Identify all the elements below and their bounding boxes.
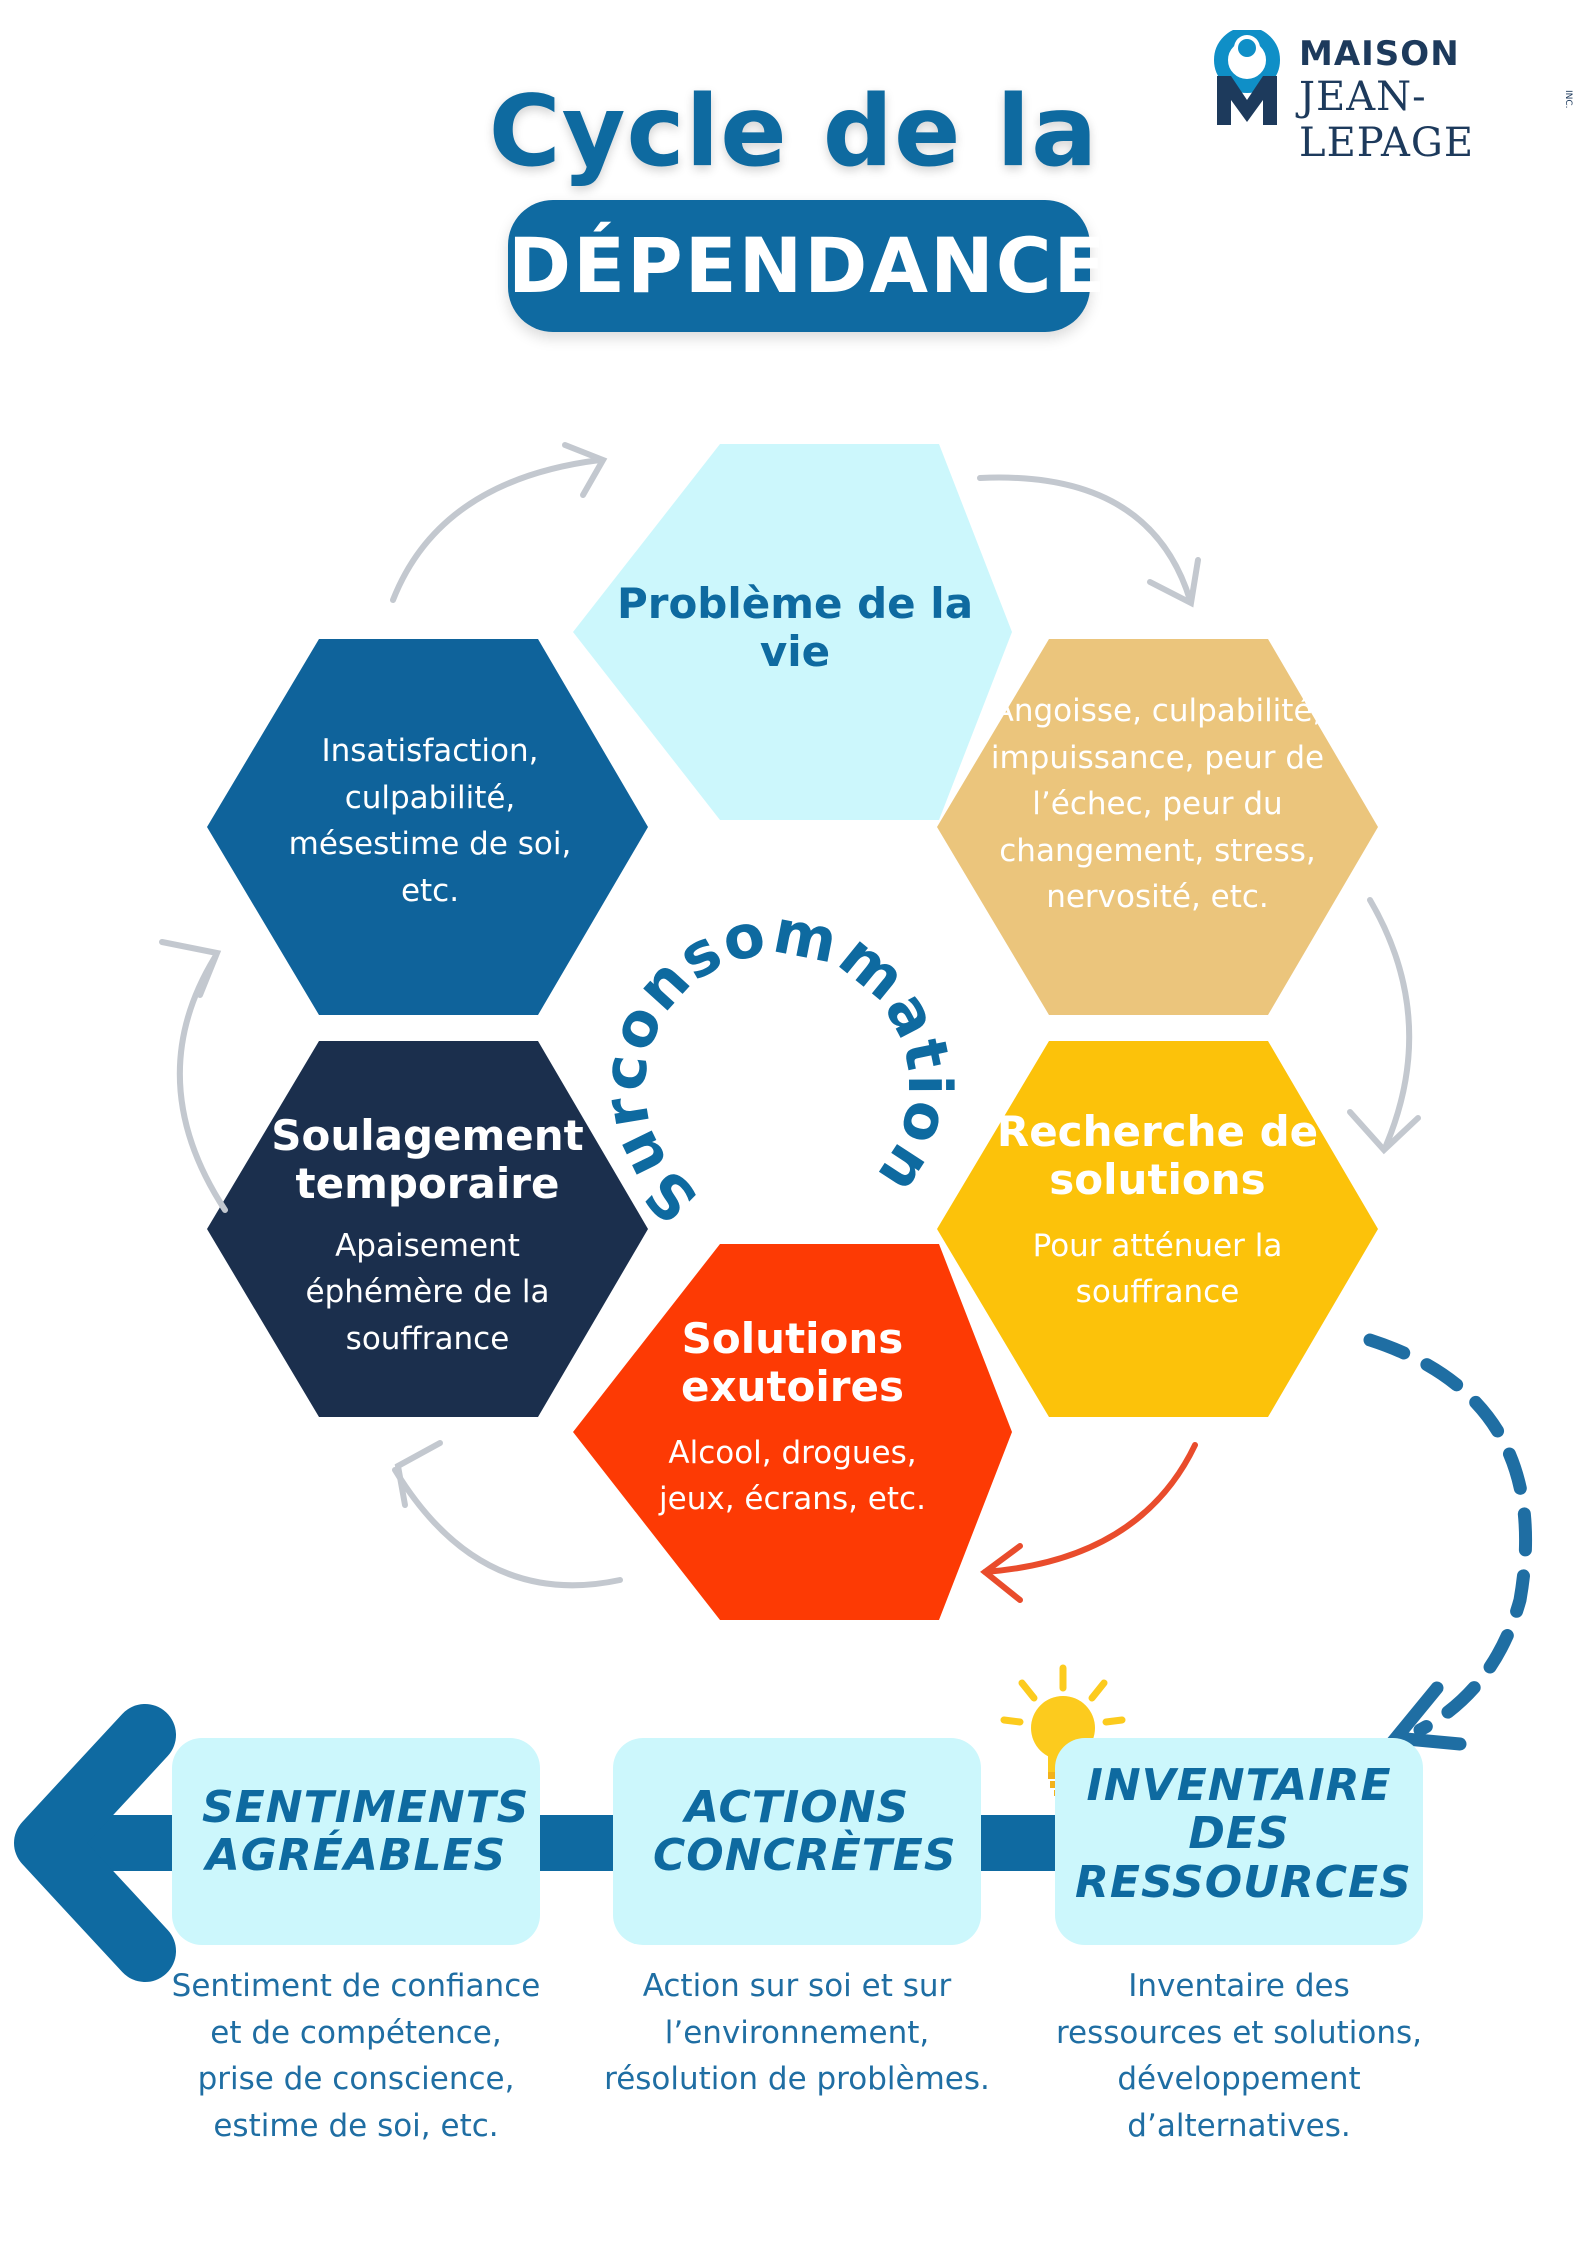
- title-line2: DÉPENDANCE: [508, 221, 1108, 310]
- logo-m-icon: [1214, 27, 1280, 125]
- big-left-arrow: [14, 1704, 176, 1982]
- step-box-sentiments: SENTIMENTS AGRÉABLES: [172, 1738, 540, 1945]
- hexagon-angoisse-body: Angoisse, culpabilité, impuissance, peur…: [990, 693, 1325, 915]
- hexagon-soulagement: [207, 1041, 648, 1417]
- step-box-inventaire: INVENTAIRE DES RESSOURCES: [1055, 1738, 1423, 1945]
- logo: MAISON JEAN-LEPAGE INC.: [1205, 27, 1573, 166]
- hexagon-exutoires-title: Solutions exutoires: [680, 1314, 904, 1412]
- logo-suffix: INC.: [1563, 90, 1573, 109]
- cycle-arrow-left-head: [159, 939, 222, 998]
- hexagon-soulagement-title: Soulagement temporaire: [271, 1111, 584, 1209]
- hexagon-insatisfaction-text: Insatisfaction, culpabilité, mésestime d…: [275, 728, 585, 914]
- cycle-arrow-top-left: [390, 457, 603, 603]
- connector-bar-right: [975, 1815, 1055, 1871]
- hexagon-recherche-body: Pour atténuer la souffrance: [1032, 1227, 1283, 1311]
- title-pill: DÉPENDANCE: [508, 200, 1108, 332]
- dashed-arrow-curve: [1363, 1333, 1533, 1737]
- hexagon-exutoires-text: Solutions exutoires Alcool, drogues, jeu…: [625, 1314, 960, 1523]
- step-box-actions: ACTIONS CONCRÈTES: [613, 1738, 981, 1945]
- hexagon-probleme-text: Problème de la vie: [600, 579, 990, 677]
- hexagon-probleme-title: Problème de la vie: [616, 579, 974, 677]
- step-title-inventaire: INVENTAIRE DES RESSOURCES: [1075, 1760, 1412, 1908]
- step-title-actions: ACTIONS CONCRÈTES: [653, 1782, 957, 1882]
- cycle-arrow-top-left-head: [562, 442, 608, 498]
- dashed-arrow: [1363, 1333, 1533, 1751]
- hexagon-recherche: [937, 1041, 1378, 1417]
- center-label: Surconsommation: [589, 897, 964, 1236]
- cycle-arrow-left: [176, 954, 228, 1213]
- hexagon-soulagement-text: Soulagement temporaire Apaisement éphémè…: [255, 1111, 600, 1362]
- cycle-arrow-top-right-head: [1147, 557, 1201, 608]
- red-arrow-curve: [982, 1442, 1198, 1575]
- hexagon-angoisse: [937, 639, 1378, 1015]
- hexagon-exutoires: [573, 1244, 1012, 1620]
- hexagon-insatisfaction-body: Insatisfaction, culpabilité, mésestime d…: [288, 733, 572, 909]
- step-desc-inventaire: Inventaire des ressources et solutions, …: [1055, 1968, 1423, 2144]
- logo-word1: MAISON: [1299, 34, 1460, 74]
- hexagon-insatisfaction: [207, 639, 648, 1015]
- hexagon-exutoires-body: Alcool, drogues, jeux, écrans, etc.: [659, 1434, 926, 1518]
- step-desc-actions: Action sur soi et sur l’environnement, r…: [604, 1968, 990, 2097]
- connector-bar-left: [535, 1815, 615, 1871]
- step-title-sentiments: SENTIMENTS AGRÉABLES: [202, 1782, 530, 1882]
- hexagon-recherche-title: Recherche de solutions: [996, 1107, 1319, 1205]
- hexagon-recherche-text: Recherche de solutions Pour atténuer la …: [990, 1107, 1325, 1316]
- cycle-arrow-right-head: [1347, 1109, 1421, 1155]
- step-desc-sentiments: Sentiment de confiance et de compétence,…: [171, 1968, 541, 2144]
- title-line1: Cycle de la: [488, 75, 1099, 189]
- cycle-arrow-bottom-left-head: [394, 1440, 443, 1508]
- cycle-arrow-top-right: [977, 474, 1193, 603]
- logo-word2: JEAN-LEPAGE: [1299, 74, 1475, 166]
- red-arrow: [980, 1442, 1198, 1603]
- cycle-arrow-right: [1367, 897, 1413, 1151]
- hexagon-angoisse-text: Angoisse, culpabilité, impuissance, peur…: [985, 688, 1330, 921]
- hexagon-probleme: [573, 444, 1012, 820]
- cycle-arrow-bottom-left: [392, 1467, 623, 1589]
- cycle-arrows: [159, 442, 1421, 1589]
- hexagon-soulagement-body: Apaisement éphémère de la souffrance: [305, 1227, 550, 1357]
- red-arrow-head: [980, 1543, 1023, 1603]
